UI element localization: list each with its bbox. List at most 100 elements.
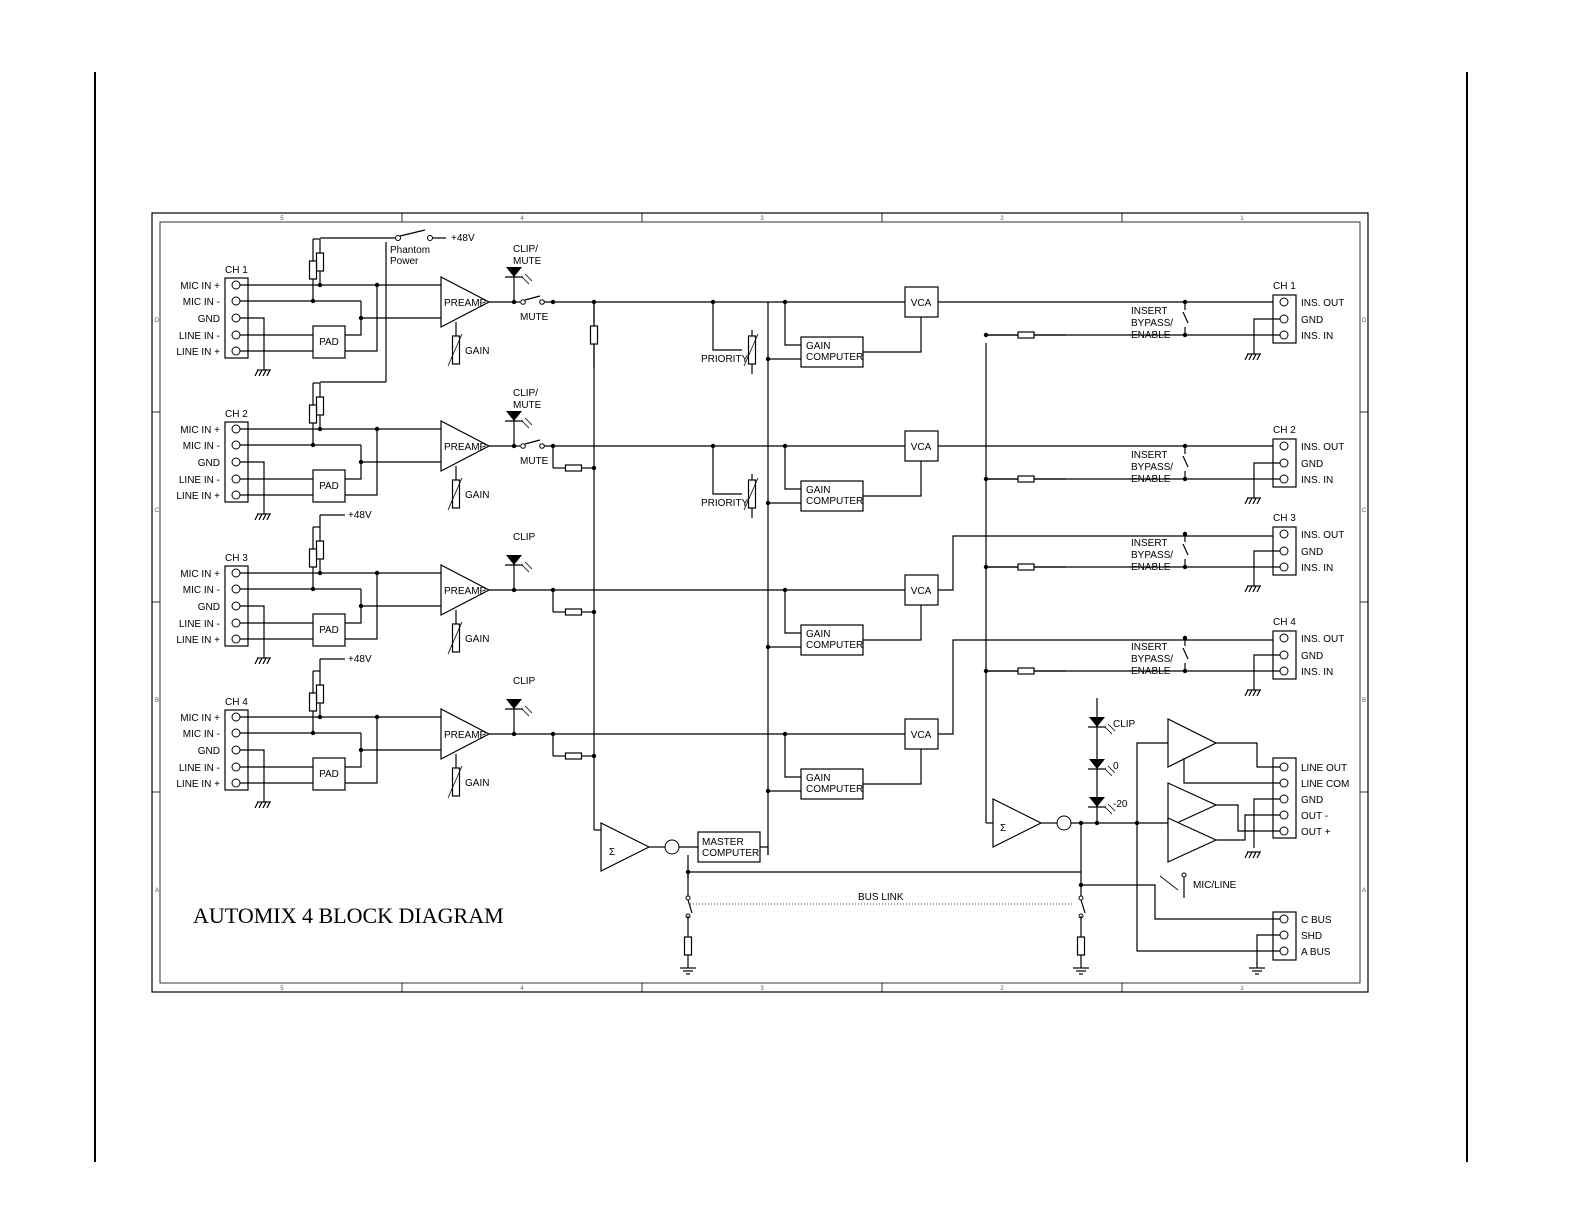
- preamp-amplifier: [440, 420, 491, 472]
- priority-wire: [712, 446, 742, 495]
- channel-pin-label: LINE IN +: [176, 635, 220, 646]
- phantom-power-label-line: Power: [390, 256, 419, 267]
- bypass-switch: [1182, 647, 1189, 660]
- gain-computer-label-line: COMPUTER: [806, 496, 863, 507]
- channel-pin-label: LINE IN +: [176, 491, 220, 502]
- connector-pin: [1279, 946, 1289, 956]
- c-bus-wire: [1081, 884, 1280, 920]
- connector-pin: [231, 490, 241, 500]
- gnd-wire: [240, 461, 265, 514]
- vca-label: VCA: [911, 298, 932, 309]
- junction-dot: [983, 564, 989, 570]
- connector-pin: [231, 346, 241, 356]
- preamp-amplifier-label: PREAMP: [444, 298, 487, 309]
- bus-pin-label: SHD: [1301, 931, 1322, 942]
- pad-output-wire: [345, 429, 378, 496]
- resistor: [589, 325, 599, 345]
- phantom-voltage-label: +48V: [451, 233, 475, 244]
- connector-pin: [231, 728, 241, 738]
- led-label-line: MUTE: [513, 400, 542, 411]
- zone-column-label: 4: [520, 216, 524, 222]
- bus-link-label: BUS LINK: [858, 892, 904, 903]
- a-bus-wire: [1136, 823, 1280, 952]
- gain-potentiometer: [451, 479, 461, 509]
- led-icon: [1089, 759, 1105, 769]
- channel-connector-name: CH 3: [225, 553, 248, 564]
- led-icon: [524, 705, 533, 714]
- output-pin-label: OUT +: [1301, 827, 1331, 838]
- gnd-wire: [240, 749, 265, 802]
- insert-bypass-label-line: ENABLE: [1131, 474, 1171, 485]
- led-icon: [506, 555, 522, 565]
- connector-pin: [1279, 330, 1289, 340]
- channel-pin-label: LINE IN -: [179, 619, 220, 630]
- potentiometer-arrow: [447, 333, 463, 367]
- output-wire: [1136, 742, 1168, 823]
- connector-pin: [1279, 826, 1289, 836]
- bus-pin-label: A BUS: [1301, 947, 1331, 958]
- line-out-amplifier: [1167, 718, 1218, 768]
- resistor: [315, 252, 325, 272]
- ground-symbol: [254, 513, 259, 521]
- vca-control-wire: [863, 605, 922, 641]
- vca-block: [904, 718, 939, 750]
- shield-wire: [1256, 934, 1280, 964]
- ground-symbol: [266, 369, 271, 377]
- connector-pin: [231, 568, 241, 578]
- ground-symbol: [1256, 497, 1261, 505]
- connector-pin: [231, 474, 241, 484]
- insert-pin-label: GND: [1301, 547, 1323, 558]
- ground-symbol: [1244, 497, 1249, 505]
- connector-pin: [1279, 778, 1289, 788]
- insert-pin-label: INS. IN: [1301, 475, 1333, 486]
- ground-symbol: [1252, 353, 1257, 361]
- ground-symbol: [258, 657, 263, 665]
- bus-link-switch-contact: [685, 895, 691, 901]
- insert-gnd-wire: [1253, 550, 1280, 586]
- ground-symbol: [1256, 585, 1261, 593]
- connector-pin: [1279, 474, 1289, 484]
- connector-pin: [231, 330, 241, 340]
- insert-connector-name: CH 2: [1273, 425, 1296, 436]
- pad-block: [312, 613, 346, 647]
- master-computer-wire: [760, 846, 769, 855]
- output-pin-label: GND: [1301, 795, 1323, 806]
- channel-connector-name: CH 4: [225, 697, 248, 708]
- frame-inner: [159, 221, 1361, 984]
- output-pin-label: OUT -: [1301, 811, 1328, 822]
- insert-gnd-wire: [1253, 462, 1280, 498]
- connector-pin: [231, 778, 241, 788]
- mute-switch: [524, 439, 541, 445]
- connector-pin: [231, 424, 241, 434]
- ground-symbol: [1244, 353, 1249, 361]
- connector-pin: [1279, 297, 1289, 307]
- potentiometer-arrow: [447, 621, 463, 655]
- connector-pin: [231, 745, 241, 755]
- resistor: [315, 396, 325, 416]
- ground-symbol: [1252, 851, 1257, 859]
- channel-pin-label: MIC IN +: [180, 425, 220, 436]
- ground-symbol: [1248, 851, 1253, 859]
- channel-pin-label: LINE IN -: [179, 763, 220, 774]
- gnd-wire: [240, 317, 265, 370]
- ground-symbol: [258, 513, 263, 521]
- pad-output-wire: [345, 573, 378, 640]
- insert-bypass-label-line: ENABLE: [1131, 330, 1171, 341]
- zone-column-label: 2: [1000, 216, 1004, 222]
- mute-switch: [524, 295, 541, 301]
- led-icon: [1089, 797, 1105, 807]
- connector-pin: [231, 762, 241, 772]
- ground-symbol: [266, 513, 271, 521]
- ground-symbol: [1252, 689, 1257, 697]
- mic-line-switch-contact: [1181, 872, 1187, 878]
- bus-link-switch: [687, 899, 693, 914]
- zone-row-label: B: [1362, 698, 1366, 704]
- pad-output-wire: [345, 462, 362, 480]
- bus-pin-label: C BUS: [1301, 915, 1332, 926]
- channel-pin-label: MIC IN -: [183, 585, 220, 596]
- connector-pin: [1279, 914, 1289, 924]
- mute-label: MUTE: [520, 312, 549, 323]
- led-label-line: CLIP/: [513, 388, 538, 399]
- phantom-switch: [399, 229, 426, 237]
- ground-symbol: [1244, 851, 1249, 859]
